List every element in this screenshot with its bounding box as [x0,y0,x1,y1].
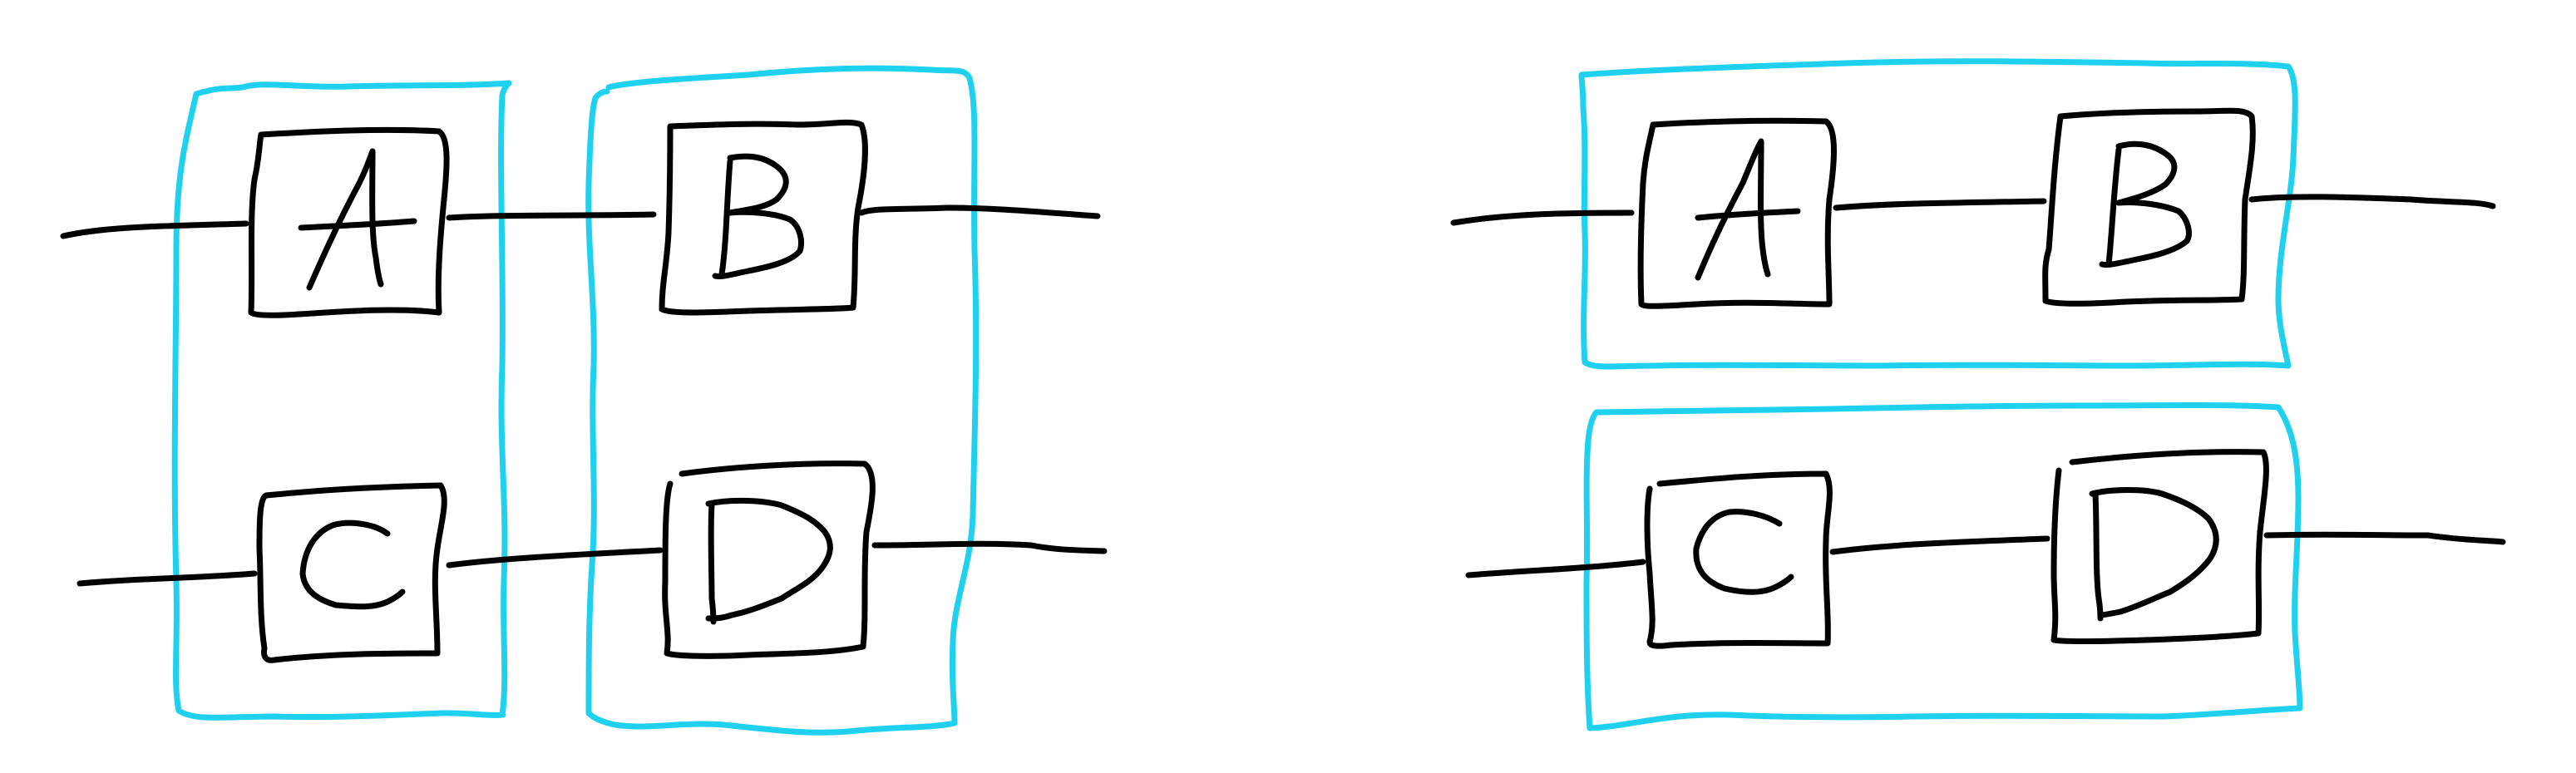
right-gate-b: B [2042,107,2256,307]
right-gate-d: D [2050,449,2269,644]
letter-c-glyph [1693,509,1794,595]
left-wire-out-bottom [871,540,1108,554]
svg-text:C: C [1738,556,1739,558]
right-wire-ab [1833,198,2047,211]
left-diagram: A B C D [60,65,1108,736]
letter-c-glyph [299,519,406,610]
left-wire-in-top [60,220,249,239]
left-wire-cd [446,547,664,569]
letter-d-glyph [705,497,833,625]
letter-d-glyph [2089,487,2219,622]
right-gate-c: C [1644,470,1833,649]
svg-text:D: D [757,564,758,566]
right-wire-in-top [1450,209,1635,226]
right-group-row-1 [1578,58,2298,370]
letter-a-glyph [1695,138,1801,281]
left-wire-ab [446,211,657,221]
svg-text:C: C [349,573,350,574]
right-diagram: A B C D [1450,58,2506,731]
letter-a-glyph [298,148,417,291]
svg-text:D: D [2145,556,2146,558]
right-wire-cd [1829,535,2050,555]
letter-b-glyph [2099,140,2192,268]
left-gate-b: B [659,119,868,316]
left-wire-in-bottom [76,570,258,587]
right-group-row-2 [1583,402,2303,731]
left-group-column-1 [171,80,512,721]
right-wire-in-bottom [1465,559,1646,579]
left-gate-c: C [256,482,447,663]
left-wire-out-top [858,204,1101,219]
right-wire-out-bottom [2263,531,2506,545]
svg-text:B: B [2145,207,2146,209]
left-gate-a: A [248,126,450,318]
letter-b-glyph [712,153,804,279]
right-gate-a: A [1637,117,1837,309]
left-gate-d: D [662,460,876,659]
right-wire-out-top [2248,194,2496,209]
left-group-column-2 [585,65,980,736]
